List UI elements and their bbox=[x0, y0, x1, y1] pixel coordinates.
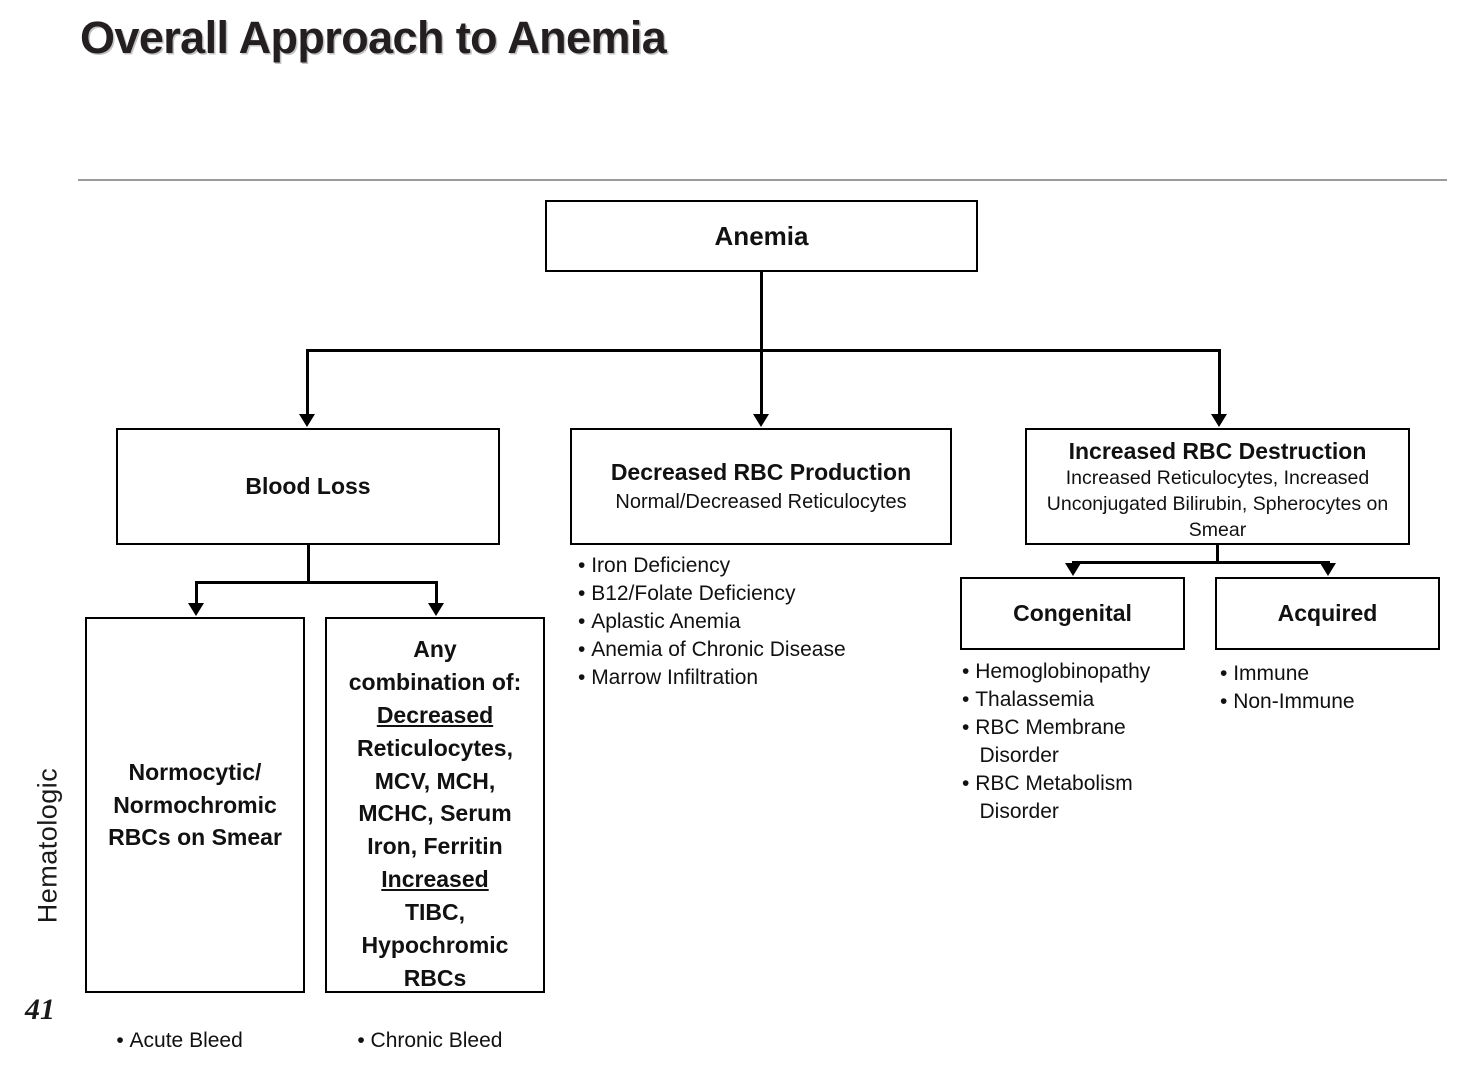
node-any-combination-line-3: Decreased bbox=[376, 701, 494, 728]
arrowhead-acquired bbox=[1320, 563, 1336, 576]
node-decreased-rbc-subtitle: Normal/Decreased Reticulocytes bbox=[615, 490, 907, 513]
connector-anemia-stem bbox=[760, 272, 763, 351]
node-increased-rbc-subtitle-line-3: Smear bbox=[1188, 518, 1247, 541]
arrowhead-blood-loss bbox=[299, 414, 315, 427]
bullet-marker: • bbox=[578, 609, 592, 633]
bullet-text: RBC Membrane Disorder bbox=[975, 715, 1126, 767]
node-increased-rbc-title: Increased RBC Destruction bbox=[1068, 438, 1367, 464]
section-label-hematologic: Hematologic bbox=[32, 767, 63, 924]
node-increased-rbc-subtitle-line-1: Increased Reticulocytes, Increased bbox=[1065, 467, 1370, 490]
connector-increased-rbc-bar bbox=[1072, 561, 1329, 564]
bullet-item: • Anemia of Chronic Disease bbox=[578, 636, 948, 664]
arrowhead-any-combination bbox=[428, 603, 444, 616]
node-increased-rbc-destruction: Increased RBC Destruction Increased Reti… bbox=[1025, 428, 1410, 545]
node-congenital-title: Congenital bbox=[1013, 599, 1132, 626]
bullet-marker: • bbox=[962, 660, 976, 683]
node-any-combination-line-6: MCHC, Serum bbox=[358, 800, 512, 827]
connector-blood-loss-stem bbox=[307, 545, 310, 583]
node-anemia: Anemia bbox=[545, 200, 978, 272]
bullet-marker: • bbox=[962, 687, 976, 711]
bullet-list-acute-bleed: • Acute Bleed bbox=[93, 999, 313, 1083]
bullet-item: • B12/Folate Deficiency bbox=[578, 580, 948, 608]
bullet-item: • Hemoglobinopathy bbox=[962, 658, 1177, 686]
node-normocytic-normochromic: Normocytic/ Normochromic RBCs on Smear bbox=[85, 617, 305, 993]
arrowhead-normocytic bbox=[188, 603, 204, 616]
node-any-combination-line-2: combination of: bbox=[348, 668, 522, 695]
node-any-combination-line-11: RBCs bbox=[403, 964, 467, 991]
connector-drop-any-combination bbox=[435, 581, 438, 604]
page-number: 41 bbox=[25, 993, 55, 1026]
bullet-list-chronic-bleed: • Chronic Bleed bbox=[334, 999, 554, 1083]
connector-level1-bar bbox=[306, 349, 1220, 352]
connector-drop-blood-loss bbox=[306, 349, 309, 415]
bullet-item: • RBC Metabolism Disorder bbox=[962, 770, 1177, 826]
bullet-item: • Non-Immune bbox=[1220, 688, 1435, 716]
bullet-text: B12/Folate Deficiency bbox=[591, 581, 796, 605]
bullet-text: Hemoglobinopathy bbox=[975, 660, 1151, 683]
bullet-item: • Iron Deficiency bbox=[578, 552, 948, 580]
bullet-list-acquired: • Immune• Non-Immune bbox=[1220, 660, 1435, 716]
node-any-combination-line-8: Increased bbox=[381, 866, 489, 893]
bullet-text: Thalassemia bbox=[975, 687, 1095, 711]
connector-increased-rbc-stem bbox=[1216, 545, 1219, 563]
bullet-list-decreased-rbc: • Iron Deficiency• B12/Folate Deficiency… bbox=[578, 552, 948, 692]
bullet-marker: • bbox=[1220, 662, 1234, 685]
node-any-combination-line-9: TIBC, bbox=[404, 899, 466, 925]
node-decreased-rbc-production: Decreased RBC Production Normal/Decrease… bbox=[570, 428, 952, 545]
bullet-text: Iron Deficiency bbox=[591, 554, 731, 577]
bullet-marker: • bbox=[357, 1028, 371, 1052]
bullet-text: RBC Metabolism Disorder bbox=[975, 771, 1133, 823]
node-congenital: Congenital bbox=[960, 577, 1185, 650]
node-any-combination-line-7: Iron, Ferritin bbox=[367, 833, 503, 860]
bullet-marker: • bbox=[578, 581, 592, 605]
bullet-marker: • bbox=[578, 637, 592, 661]
node-any-combination-line-4: Reticulocytes, bbox=[357, 734, 513, 761]
node-normocytic-line-1: Normocytic/ bbox=[128, 759, 262, 786]
node-any-combination-line-10: Hypochromic bbox=[361, 931, 509, 958]
bullet-marker: • bbox=[962, 771, 976, 795]
page-title: Overall Approach to Anemia bbox=[80, 12, 667, 63]
bullet-item: • Marrow Infiltration bbox=[578, 664, 948, 692]
bullet-item: • Aplastic Anemia bbox=[578, 608, 948, 636]
bullet-item: • Acute Bleed bbox=[93, 999, 313, 1083]
bullet-item: • Thalassemia bbox=[962, 686, 1177, 714]
arrowhead-decreased-rbc bbox=[753, 414, 769, 427]
bullet-text: Chronic Bleed bbox=[370, 1028, 503, 1052]
node-any-combination-line-1: Any bbox=[413, 636, 457, 662]
node-anemia-title: Anemia bbox=[714, 220, 809, 251]
node-acquired: Acquired bbox=[1215, 577, 1440, 650]
node-decreased-rbc-title: Decreased RBC Production bbox=[610, 458, 912, 485]
node-normocytic-line-2: Normochromic bbox=[113, 791, 277, 818]
node-blood-loss-title: Blood Loss bbox=[245, 472, 371, 499]
bullet-text: Aplastic Anemia bbox=[591, 609, 741, 633]
bullet-marker: • bbox=[116, 1028, 130, 1052]
bullet-text: Marrow Infiltration bbox=[591, 665, 759, 689]
node-blood-loss: Blood Loss bbox=[116, 428, 500, 545]
header-divider bbox=[78, 179, 1447, 181]
bullet-item: • Immune bbox=[1220, 660, 1435, 688]
connector-drop-increased-rbc bbox=[1218, 349, 1221, 415]
connector-drop-normocytic bbox=[195, 581, 198, 604]
bullet-item: • Chronic Bleed bbox=[334, 999, 554, 1083]
node-any-combination-line-5: MCV, MCH, bbox=[374, 767, 496, 794]
bullet-item: • RBC Membrane Disorder bbox=[962, 714, 1177, 770]
bullet-text: Non-Immune bbox=[1233, 689, 1355, 713]
bullet-marker: • bbox=[962, 715, 976, 739]
bullet-text: Anemia of Chronic Disease bbox=[591, 637, 846, 661]
arrowhead-increased-rbc bbox=[1211, 414, 1227, 427]
connector-blood-loss-bar bbox=[195, 581, 437, 584]
bullet-marker: • bbox=[1220, 689, 1234, 713]
connector-drop-decreased-rbc bbox=[760, 349, 763, 415]
node-acquired-title: Acquired bbox=[1277, 599, 1378, 626]
bullet-marker: • bbox=[578, 665, 592, 689]
bullet-marker: • bbox=[578, 554, 592, 577]
node-increased-rbc-subtitle-line-2: Unconjugated Bilirubin, Spherocytes on bbox=[1046, 492, 1389, 515]
bullet-text: Immune bbox=[1233, 662, 1310, 685]
bullet-text: Acute Bleed bbox=[129, 1028, 243, 1052]
bullet-list-congenital: • Hemoglobinopathy• Thalassemia• RBC Mem… bbox=[962, 658, 1177, 826]
node-normocytic-line-3: RBCs on Smear bbox=[108, 824, 282, 851]
arrowhead-congenital bbox=[1065, 563, 1081, 576]
